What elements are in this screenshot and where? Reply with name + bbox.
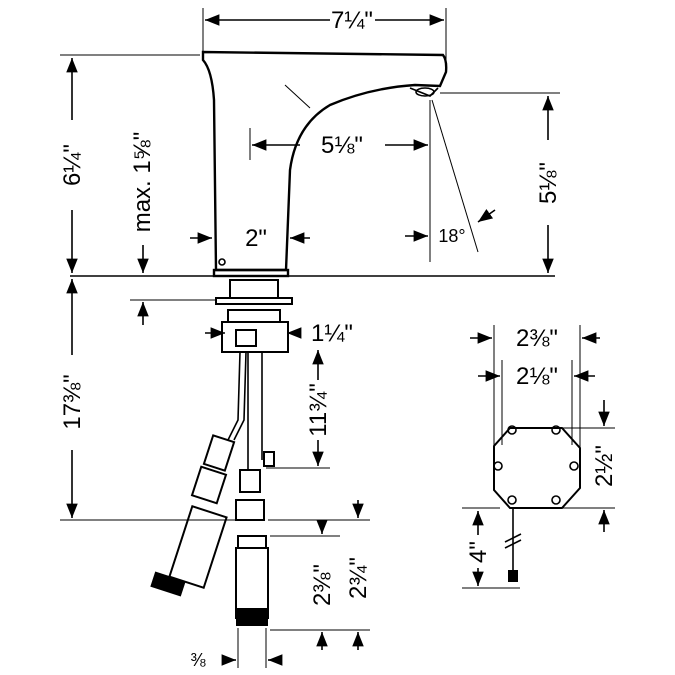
label-cable-length: 4" xyxy=(465,541,492,563)
dimension-lines xyxy=(60,8,615,668)
label-faucet-height: 6¼" xyxy=(59,144,86,186)
label-base-diameter: 2" xyxy=(245,225,267,252)
mounting-assembly xyxy=(150,279,293,626)
label-thread-diameter: 1¼" xyxy=(311,320,353,347)
label-spray-angle: 18° xyxy=(438,226,465,246)
label-box-inner-width: 2⅛" xyxy=(516,363,558,390)
label-spout-width: 7¼" xyxy=(331,7,373,34)
label-box-outer-width: 2⅜" xyxy=(516,325,558,352)
label-valve-overall: 2¾" xyxy=(345,557,372,599)
label-reach: 5⅛" xyxy=(321,132,363,159)
label-valve-length: 2⅜" xyxy=(309,564,336,606)
label-hose-length: 11¾" xyxy=(305,383,332,436)
label-spout-height: 5⅛" xyxy=(535,162,562,204)
label-max-deck: max. 1⅝" xyxy=(129,132,156,233)
faucet-body xyxy=(70,50,555,278)
dimension-labels: 7¼" 6¼" max. 1⅝" 5⅛" 2" 18° 5⅛" 1¼" 17⅜"… xyxy=(59,7,618,670)
label-shank-total: 17⅜" xyxy=(59,374,86,429)
label-box-height: 2½" xyxy=(591,445,618,487)
control-box xyxy=(493,425,581,582)
label-valve-thread: ⅜ xyxy=(190,650,206,670)
